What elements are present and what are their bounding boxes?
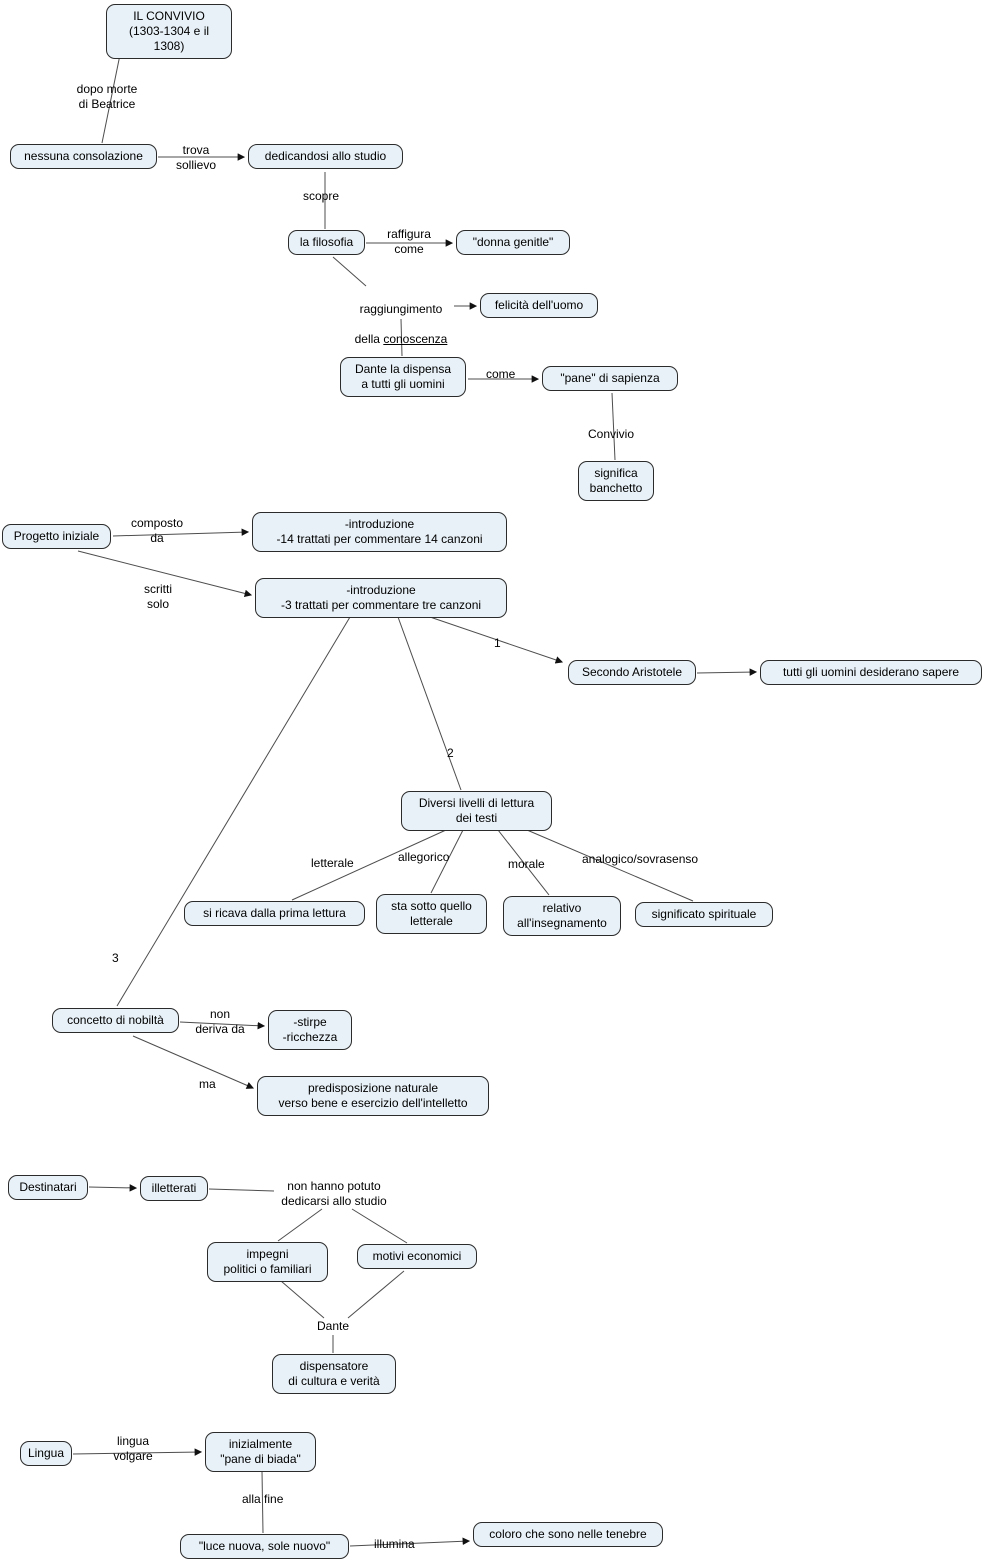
concept-diversi-livelli[interactable]: Diversi livelli di lettura dei testi [401, 791, 552, 831]
link-label-composto-da: composto da [130, 516, 184, 545]
link-label-1: 1 [494, 636, 501, 650]
link-label-raggiungimento: raggiungimento della conoscenza [349, 287, 453, 347]
edge-progetto-intro14 [112, 528, 250, 537]
edge-raggiungimento-dante [400, 318, 403, 357]
link-label-scritti-solo: scritti solo [144, 582, 172, 611]
concept-il-convivio[interactable]: IL CONVIVIO (1303-1304 e il 1308) [106, 4, 232, 59]
concept-inizialmente[interactable]: inizialmente "pane di biada" [205, 1432, 316, 1472]
edge-nonhanno-impegni [277, 1208, 323, 1242]
edge-concetto-stirpe [179, 1021, 266, 1030]
concept-impegni[interactable]: impegni politici o familiari [207, 1242, 328, 1282]
link-label-alla-fine: alla fine [242, 1492, 284, 1506]
edge-diversi-siricava [291, 829, 447, 901]
concept-motivi-economici[interactable]: motivi economici [357, 1244, 477, 1269]
link-label-letterale: letterale [311, 856, 354, 870]
concept-pane-di-sapienza[interactable]: "pane" di sapienza [542, 366, 678, 391]
edge-illetterati-nonhanno [208, 1188, 275, 1192]
link-label-raffigura-come: raffigura come [387, 227, 431, 256]
edge-impegni-dante [280, 1280, 325, 1319]
concept-progetto-iniziale[interactable]: Progetto iniziale [2, 524, 111, 549]
link-label-come: come [486, 367, 516, 381]
edge-diversi-significato [526, 829, 694, 902]
edge-inizialmente-luce [261, 1470, 264, 1534]
link-label-lingua-volgare: lingua volgare [113, 1434, 153, 1463]
concept-lingua[interactable]: Lingua [20, 1441, 72, 1466]
edge-intro3-aristotele [429, 616, 564, 664]
link-label-dopo-morte: dopo morte di Beatrice [76, 82, 138, 111]
concept-relativo-insegnamento[interactable]: relativo all'insegnamento [503, 896, 621, 936]
edge-aristotele-tutti [696, 668, 758, 676]
concept-coloro-tenebre[interactable]: coloro che sono nelle tenebre [473, 1522, 663, 1547]
concept-secondo-aristotele[interactable]: Secondo Aristotele [568, 660, 696, 685]
link-label-2: 2 [447, 746, 454, 760]
edge-lingua-inizialmente [72, 1448, 203, 1456]
concept-dispensatore[interactable]: dispensatore di cultura e verità [272, 1354, 396, 1394]
link-label-allegorico: allegorico [398, 850, 450, 864]
edge-diversi-stasotto [430, 829, 464, 894]
edge-progetto-intro3 [77, 550, 253, 598]
concept-dedicandosi-allo-studio[interactable]: dedicandosi allo studio [248, 144, 403, 169]
concept-predisposizione[interactable]: predisposizione naturale verso bene e es… [257, 1076, 489, 1116]
link-label-analogico: analogico/sovrasenso [582, 852, 699, 866]
concept-luce-nuova[interactable]: "luce nuova, sole nuovo" [180, 1534, 349, 1559]
link-label-convivio: Convivio [588, 427, 635, 441]
raggiungimento-line2-prefix: della [354, 332, 384, 346]
concept-sta-sotto[interactable]: sta sotto quello letterale [376, 894, 487, 934]
link-label-ma: ma [199, 1077, 216, 1091]
edge-filosofia-raggiungimento [332, 256, 367, 287]
edge-motivi-dante [347, 1270, 405, 1319]
concept-si-ricava[interactable]: si ricava dalla prima lettura [184, 901, 365, 926]
edge-destinatari-illetterati [88, 1184, 138, 1192]
concept-la-filosofia[interactable]: la filosofia [288, 230, 365, 255]
raggiungimento-line1: raggiungimento [359, 302, 443, 316]
raggiungimento-underlined: conoscenza [383, 332, 448, 346]
link-label-morale: morale [508, 857, 545, 871]
concept-felicita-uomo[interactable]: felicità dell'uomo [480, 293, 598, 318]
concept-introduzione-14[interactable]: -introduzione -14 trattati per commentar… [252, 512, 507, 552]
concept-significato-spirituale[interactable]: significato spirituale [635, 902, 773, 927]
edge-pane-significa [611, 392, 616, 461]
concept-nessuna-consolazione[interactable]: nessuna consolazione [10, 144, 157, 169]
edge-luce-coloro [349, 1537, 471, 1547]
concept-destinatari[interactable]: Destinatari [8, 1175, 88, 1200]
concept-illetterati[interactable]: illetterati [140, 1176, 208, 1201]
edge-intro3-concetto [116, 616, 351, 1007]
link-label-scopre: scopre [303, 189, 340, 203]
link-label-trova-sollievo: trova sollievo [175, 143, 217, 172]
concept-donna-gentile[interactable]: "donna genitle" [456, 230, 570, 255]
link-label-non-deriva-da: non deriva da [195, 1007, 245, 1036]
link-label-3: 3 [112, 951, 119, 965]
edge-concetto-predisposizione [132, 1035, 255, 1089]
concept-dante-dispensa[interactable]: Dante la dispensa a tutti gli uomini [340, 357, 466, 397]
concept-significa-banchetto[interactable]: significa banchetto [578, 461, 654, 501]
link-label-dante: Dante [317, 1319, 350, 1333]
link-label-non-hanno: non hanno potuto dedicarsi allo studio [281, 1179, 387, 1208]
edge-nonhanno-motivi [351, 1208, 408, 1244]
link-label-illumina: illumina [374, 1537, 415, 1551]
concept-introduzione-3[interactable]: -introduzione -3 trattati per commentare… [255, 578, 507, 618]
concept-tutti-gli-uomini[interactable]: tutti gli uomini desiderano sapere [760, 660, 982, 685]
concept-concetto-nobilta[interactable]: concetto di nobiltà [52, 1008, 179, 1033]
edge-intro3-diversi [397, 616, 462, 791]
edge-diversi-relativo [497, 829, 550, 896]
concept-stirpe-ricchezza[interactable]: -stirpe -ricchezza [268, 1010, 352, 1050]
